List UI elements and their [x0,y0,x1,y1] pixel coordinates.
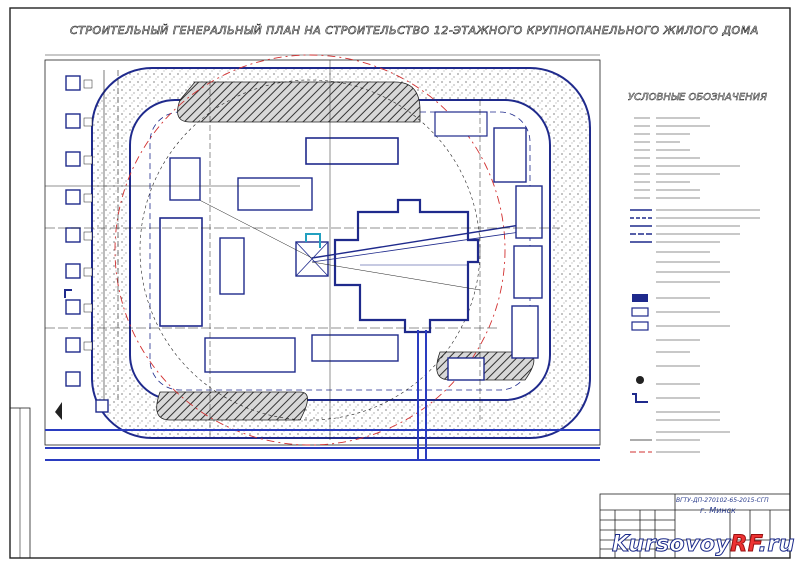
legend-title: УСЛОВНЫЕ ОБОЗНАЧЕНИЯ [628,92,768,104]
temp-building-6 [447,357,485,381]
watermark: KursovoyRF.ru [611,532,795,558]
drawing-title: СТРОИТЕЛЬНЫЙ ГЕНЕРАЛЬНЫЙ ПЛАН НА СТРОИТЕ… [70,24,759,38]
crane-reach-circle [114,54,506,446]
storage-area-2 [219,237,245,295]
temp-building-4 [204,337,296,373]
crane-boom [311,224,521,259]
building-outline [333,198,480,334]
left-cabins [65,75,109,413]
access-road-lines [45,429,600,461]
legend [630,117,760,453]
watermark-accent: RF [730,532,759,558]
right-building-3 [513,245,543,299]
hatched-area-bottom [156,391,308,421]
city-label: г. Минск [700,506,736,515]
sheet-border [9,7,791,559]
storage-area-1 [159,217,203,327]
right-building-2 [515,185,543,239]
title-block [599,493,791,559]
right-building-4 [511,305,539,359]
temp-building-1 [305,137,399,165]
drawing-code: ВГТУ-ДП-270102-65-2015-СГП [676,497,769,504]
temp-building-2 [169,157,201,201]
watermark-tld: .ru [758,532,795,558]
temp-building-3 [237,177,313,211]
temp-building-7 [434,111,488,137]
hatched-area-top [177,81,421,123]
watermark-main: Kursovoy [611,532,731,558]
right-building-1 [493,127,527,183]
temp-building-5 [311,334,399,362]
